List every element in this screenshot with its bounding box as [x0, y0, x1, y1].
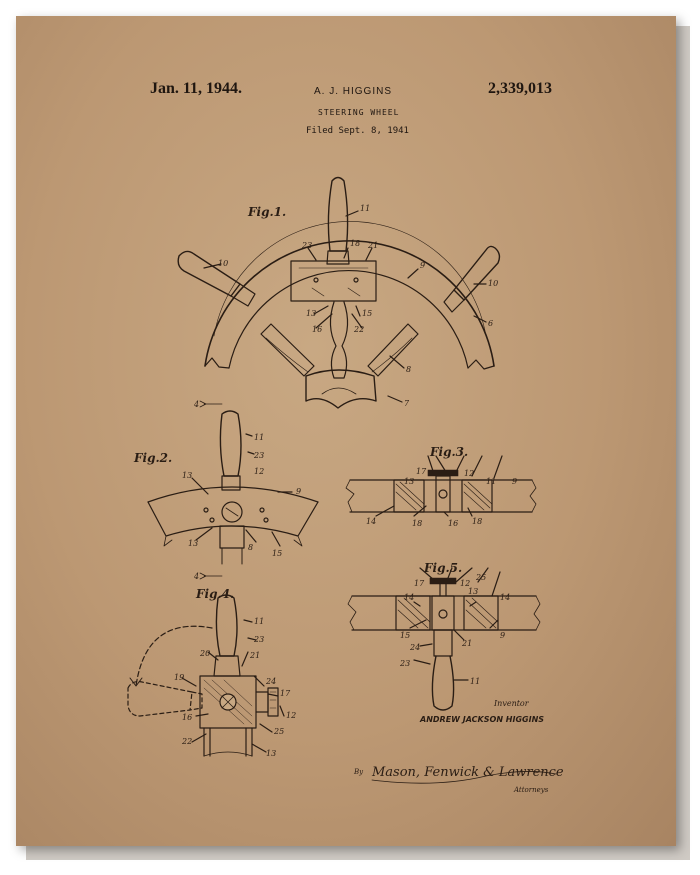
ref-numeral: 25 — [475, 573, 486, 582]
ref-numeral: 8 — [406, 365, 411, 374]
ref-numeral: 7 — [404, 399, 410, 408]
ref-numeral: 11 — [254, 433, 264, 442]
ref-numeral: 13 — [404, 477, 414, 486]
ref-numeral: 21 — [249, 651, 260, 660]
ref-numeral: 11 — [254, 617, 264, 626]
ref-numeral: 19 — [174, 673, 184, 682]
ref-numeral: 12 — [460, 579, 470, 588]
ref-numeral: 13 — [266, 749, 276, 758]
ref-numeral: 17 — [280, 689, 291, 698]
ref-numeral: 23 — [253, 451, 264, 460]
figure-4 — [127, 594, 285, 757]
inventor-full-name: ANDREW JACKSON HIGGINS — [419, 715, 544, 724]
patent-subject: STEERING WHEEL — [318, 108, 400, 117]
ref-numeral: 12 — [464, 469, 474, 478]
ref-numeral: 15 — [272, 549, 282, 558]
fig5-label: Fig.5. — [423, 561, 462, 575]
ref-numeral: 15 — [362, 309, 372, 318]
patent-sheet: Jan. 11, 1944. A. J. HIGGINS 2,339,013 S… — [16, 16, 676, 846]
fig1-label: Fig.1. — [247, 205, 286, 219]
by-label: By — [353, 768, 364, 776]
ref-numeral: 4 — [193, 572, 199, 581]
ref-numeral: 13 — [188, 539, 198, 548]
ref-numeral: 12 — [254, 467, 264, 476]
ref-numeral: 11 — [486, 477, 496, 486]
fig3-label: Fig.3. — [429, 445, 468, 459]
signature-flourish — [371, 771, 557, 784]
ref-numeral: 16 — [448, 519, 458, 528]
inventor-caption: Inventor — [493, 699, 530, 708]
ref-numeral: 11 — [470, 677, 480, 686]
ref-numeral: 4 — [193, 400, 199, 409]
ref-numeral: 17 — [416, 467, 427, 476]
ref-numeral: 17 — [414, 579, 425, 588]
ref-numeral: 13 — [182, 471, 192, 480]
ref-numeral: 14 — [404, 593, 414, 602]
ref-numeral: 16 — [182, 713, 192, 722]
ref-numeral: 25 — [273, 727, 284, 736]
ref-numeral: 21 — [367, 241, 378, 250]
figure-3-labels: Fig.3. 17 12 13 11 9 14 18 16 18 — [366, 445, 517, 528]
ref-numeral: 9 — [500, 631, 505, 640]
ref-numeral: 16 — [312, 325, 322, 334]
figure-1-wheel — [177, 176, 501, 409]
ref-numeral: 22 — [181, 737, 192, 746]
ref-numeral: 10 — [488, 279, 498, 288]
figure-1-labels: Fig.1. 11 10 23 18 21 9 10 13 15 16 22 6… — [218, 204, 498, 408]
attorney-signature: Mason, Fenwick & Lawrence — [371, 765, 564, 780]
figure-2-labels: Fig.2. 4 11 23 12 13 9 15 8 13 4 — [133, 400, 301, 581]
ref-numeral: 23 — [399, 659, 410, 668]
ref-numeral: 23 — [301, 241, 312, 250]
ref-numeral: 9 — [296, 487, 301, 496]
figure-4-labels: Fig.4. 11 23 20 21 19 24 17 12 16 25 22 … — [174, 587, 296, 758]
ref-numeral: 22 — [353, 325, 364, 334]
ref-numeral: 9 — [512, 477, 517, 486]
ref-numeral: 10 — [218, 259, 228, 268]
fig2-label: Fig.2. — [133, 451, 172, 465]
figure-5 — [347, 567, 541, 711]
inventor-block: Inventor ANDREW JACKSON HIGGINS By Mason… — [353, 699, 564, 794]
patent-number: 2,339,013 — [488, 80, 552, 97]
ref-numeral: 20 — [199, 649, 210, 658]
ref-numeral: 23 — [253, 635, 264, 644]
attorneys-label: Attorneys — [513, 786, 549, 794]
ref-numeral: 14 — [500, 593, 510, 602]
ref-numeral: 14 — [366, 517, 376, 526]
ref-numeral: 18 — [412, 519, 422, 528]
ref-numeral: 11 — [360, 204, 370, 213]
ref-numeral: 15 — [400, 631, 410, 640]
ref-numeral: 21 — [461, 639, 472, 648]
ref-numeral: 9 — [420, 261, 425, 270]
ref-numeral: 13 — [468, 587, 478, 596]
patent-date: Jan. 11, 1944. — [150, 80, 243, 97]
ref-numeral: 12 — [286, 711, 296, 720]
ref-numeral: 8 — [248, 543, 253, 552]
figure-5-labels: Fig.5. 17 12 25 14 13 14 15 21 9 24 23 1… — [399, 561, 510, 686]
ref-numeral: 24 — [409, 643, 420, 652]
ref-numeral: 18 — [472, 517, 482, 526]
ref-numeral: 13 — [306, 309, 316, 318]
figure-3 — [345, 455, 537, 517]
filed-date: Filed Sept. 8, 1941 — [306, 126, 409, 136]
ref-numeral: 24 — [265, 677, 276, 686]
fig4-label: Fig.4. — [195, 587, 234, 601]
figure-2 — [147, 400, 319, 580]
ref-numeral: 18 — [350, 239, 360, 248]
header-inventor: A. J. HIGGINS — [314, 86, 393, 97]
ref-numeral: 6 — [488, 319, 493, 328]
patent-drawing: Fig.1. 11 10 23 18 21 9 10 13 15 16 22 6… — [127, 176, 564, 794]
